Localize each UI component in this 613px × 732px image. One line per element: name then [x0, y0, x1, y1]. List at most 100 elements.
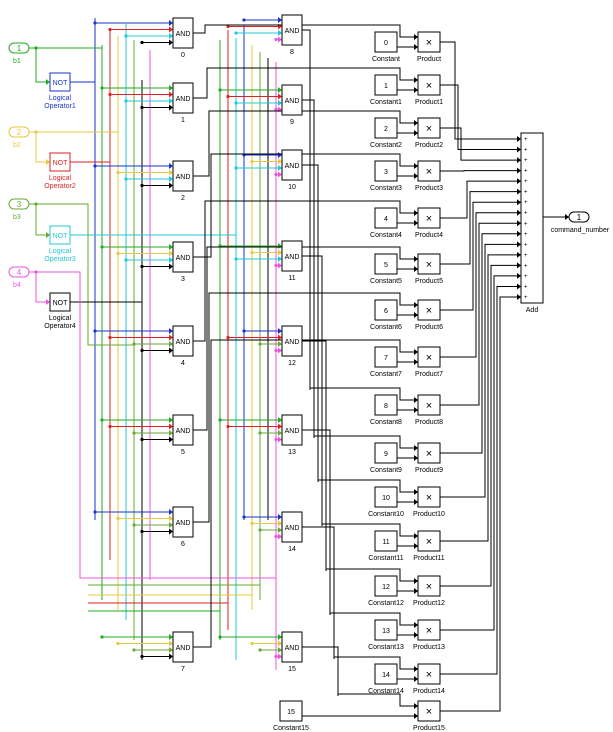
product-3[interactable]: ×Product3: [415, 160, 443, 192]
product-body[interactable]: [417, 486, 441, 508]
product-body[interactable]: [417, 700, 441, 722]
and-gate-body[interactable]: [172, 17, 194, 49]
product-1[interactable]: ×Product1: [415, 74, 443, 106]
product-body[interactable]: [417, 253, 441, 275]
product-body[interactable]: [417, 663, 441, 685]
product-body[interactable]: [417, 299, 441, 321]
constant-body[interactable]: [374, 160, 398, 182]
product-10[interactable]: ×Product10: [413, 486, 445, 518]
and-gate-body[interactable]: [172, 82, 194, 114]
product-body[interactable]: [417, 160, 441, 182]
and-gate-body[interactable]: [281, 511, 303, 543]
product-body[interactable]: [417, 207, 441, 229]
constant-body[interactable]: [374, 207, 398, 229]
constant-body[interactable]: [374, 253, 398, 275]
product-14[interactable]: ×Product14: [413, 663, 445, 695]
product-body[interactable]: [417, 530, 441, 552]
product-9[interactable]: ×Product9: [415, 442, 443, 474]
product-body[interactable]: [417, 74, 441, 96]
product-15[interactable]: ×Product15: [413, 700, 445, 732]
product-body[interactable]: [417, 442, 441, 464]
product-body[interactable]: [417, 346, 441, 368]
inport-shape[interactable]: [8, 42, 30, 54]
and-gate-body[interactable]: [281, 149, 303, 181]
not-gate-body[interactable]: [49, 152, 71, 172]
constant-body[interactable]: [279, 700, 303, 722]
constant-body[interactable]: [374, 31, 398, 53]
product-body[interactable]: [417, 31, 441, 53]
product-7[interactable]: ×Product7: [415, 346, 443, 378]
and-gate-body[interactable]: [172, 506, 194, 538]
constant-body[interactable]: [374, 74, 398, 96]
inport-1[interactable]: 1b1: [8, 42, 30, 65]
and-gate-body[interactable]: [281, 631, 303, 663]
add-block[interactable]: Add++++++++++++++++: [520, 132, 544, 314]
constant-body[interactable]: [374, 299, 398, 321]
inport-shape[interactable]: [8, 266, 30, 278]
product-body[interactable]: [417, 575, 441, 597]
product-6[interactable]: ×Product6: [415, 299, 443, 331]
and-gate-body[interactable]: [281, 14, 303, 46]
constant-body[interactable]: [374, 486, 398, 508]
product-13[interactable]: ×Product13: [413, 619, 445, 651]
product-body[interactable]: [417, 394, 441, 416]
constant-body[interactable]: [374, 663, 398, 685]
product-8[interactable]: ×Product8: [415, 394, 443, 426]
product-body[interactable]: [417, 619, 441, 641]
product-0[interactable]: ×Product: [417, 31, 441, 63]
inport-3[interactable]: 3b3: [8, 198, 30, 221]
constant-body[interactable]: [374, 530, 398, 552]
add-block-body[interactable]: [520, 132, 544, 304]
and-gate-body[interactable]: [281, 84, 303, 116]
constant-body[interactable]: [374, 442, 398, 464]
constant-body[interactable]: [374, 394, 398, 416]
not-gate-body[interactable]: [49, 292, 71, 312]
not-gate-body[interactable]: [49, 72, 71, 92]
inport-4[interactable]: 4b4: [8, 266, 30, 289]
constant-body[interactable]: [374, 346, 398, 368]
constant-body[interactable]: [374, 575, 398, 597]
product-2[interactable]: ×Product2: [415, 117, 443, 149]
product-4[interactable]: ×Product4: [415, 207, 443, 239]
constant-body[interactable]: [374, 619, 398, 641]
and-gate-body[interactable]: [172, 325, 194, 357]
outport-shape[interactable]: [568, 211, 590, 223]
product-5[interactable]: ×Product5: [415, 253, 443, 285]
constant-body[interactable]: [374, 117, 398, 139]
and-gate-body[interactable]: [172, 241, 194, 273]
and-gate-body[interactable]: [281, 240, 303, 272]
